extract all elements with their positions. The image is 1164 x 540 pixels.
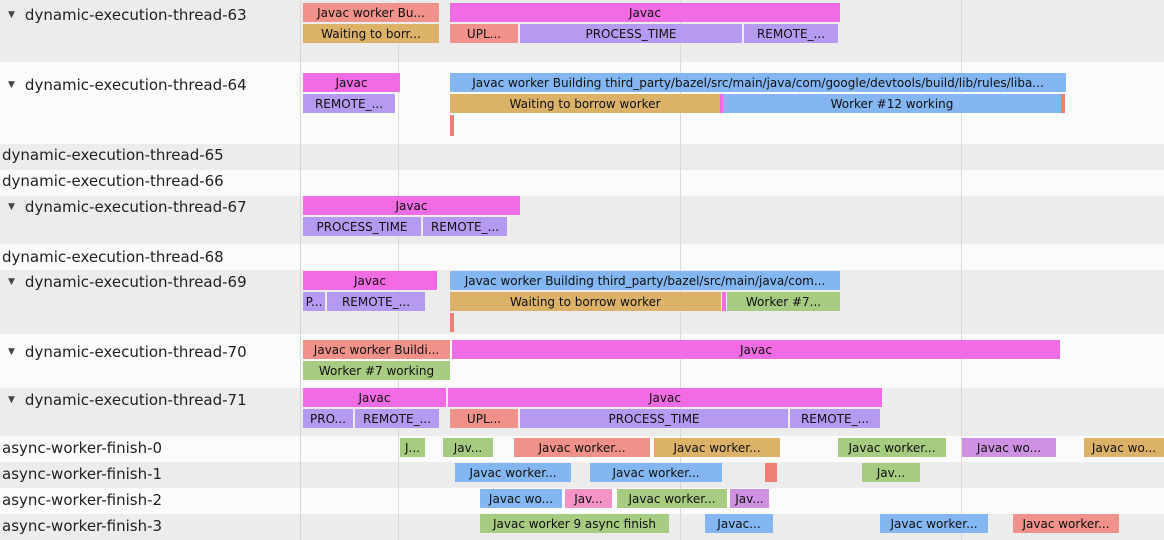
track-label[interactable]: ▼ dynamic-execution-thread-69 <box>8 272 247 292</box>
trace-event-bar[interactable]: Javac worker Buildi... <box>303 340 450 359</box>
track-name: dynamic-execution-thread-68 <box>2 248 224 266</box>
trace-event-bar[interactable]: Javac wo... <box>962 438 1056 457</box>
track-label[interactable]: async-worker-finish-2 <box>2 490 162 510</box>
trace-event-bar[interactable]: Javac wo... <box>1084 438 1164 457</box>
row-stripe <box>0 170 1164 196</box>
trace-event-bar[interactable]: Javac... <box>705 514 773 533</box>
track-label[interactable]: async-worker-finish-0 <box>2 438 162 458</box>
track-label[interactable]: dynamic-execution-thread-65 <box>2 145 224 165</box>
trace-event-bar[interactable]: REMOTE_... <box>327 292 425 311</box>
trace-event-sliver[interactable] <box>722 292 726 311</box>
track-name: dynamic-execution-thread-64 <box>24 76 247 94</box>
row-stripe <box>0 196 1164 244</box>
timeline-gridline <box>398 0 399 540</box>
track-label[interactable]: ▼ dynamic-execution-thread-64 <box>8 75 247 95</box>
row-stripe <box>0 462 1164 488</box>
trace-event-bar[interactable]: REMOTE_... <box>744 24 838 43</box>
collapse-triangle-icon[interactable]: ▼ <box>8 10 15 20</box>
trace-event-bar[interactable]: UPL... <box>450 24 518 43</box>
trace-event-bar[interactable]: PROCESS_TIME <box>520 409 788 428</box>
trace-event-bar[interactable]: Javac worker... <box>654 438 780 457</box>
trace-event-bar[interactable]: J... <box>400 438 425 457</box>
track-label[interactable]: ▼ dynamic-execution-thread-71 <box>8 390 247 410</box>
trace-event-bar[interactable]: REMOTE_... <box>355 409 439 428</box>
track-name: async-worker-finish-3 <box>2 517 163 535</box>
trace-event-bar[interactable]: Jav... <box>443 438 493 457</box>
trace-event-bar[interactable]: Javac worker... <box>514 438 650 457</box>
track-name: dynamic-execution-thread-69 <box>24 273 247 291</box>
trace-event-bar[interactable]: Javac worker Bu... <box>303 3 439 22</box>
trace-event-bar[interactable]: Javac <box>452 340 1060 359</box>
track-label[interactable]: async-worker-finish-3 <box>2 516 162 536</box>
panel-divider <box>300 0 301 540</box>
collapse-triangle-icon[interactable]: ▼ <box>8 202 15 212</box>
row-stripe <box>0 144 1164 170</box>
track-name: dynamic-execution-thread-70 <box>24 343 247 361</box>
track-label[interactable]: ▼ dynamic-execution-thread-67 <box>8 197 247 217</box>
timeline-gridline <box>680 0 681 540</box>
trace-event-bar[interactable]: Jav... <box>730 489 769 508</box>
trace-event-bar[interactable]: Waiting to borr... <box>303 24 439 43</box>
trace-event-bar[interactable]: Javac worker... <box>590 463 722 482</box>
trace-event-bar[interactable]: Javac wo... <box>480 489 562 508</box>
trace-event-bar[interactable]: Worker #7... <box>727 292 840 311</box>
trace-event-bar[interactable]: Javac worker 9 async finish <box>480 514 669 533</box>
trace-event-bar[interactable]: Javac <box>303 196 520 215</box>
trace-event-sliver[interactable] <box>450 115 454 136</box>
trace-event-sliver[interactable] <box>765 463 777 482</box>
trace-event-bar[interactable]: PRO... <box>303 409 353 428</box>
trace-event-bar[interactable]: Worker #12 working <box>723 94 1061 113</box>
track-name: dynamic-execution-thread-67 <box>24 198 247 216</box>
track-name: dynamic-execution-thread-66 <box>2 172 224 190</box>
timeline-gridline <box>961 0 962 540</box>
collapse-triangle-icon[interactable]: ▼ <box>8 395 15 405</box>
track-label[interactable]: ▼ dynamic-execution-thread-63 <box>8 5 247 25</box>
trace-event-bar[interactable]: Jav... <box>862 463 920 482</box>
trace-event-bar[interactable]: PROCESS_TIME <box>520 24 742 43</box>
track-name: async-worker-finish-1 <box>2 465 163 483</box>
track-label[interactable]: dynamic-execution-thread-66 <box>2 171 224 191</box>
trace-event-bar[interactable]: REMOTE_... <box>423 217 507 236</box>
trace-event-bar[interactable]: Javac worker... <box>617 489 727 508</box>
trace-event-bar[interactable]: Javac <box>450 3 840 22</box>
trace-event-bar[interactable]: Javac worker... <box>880 514 988 533</box>
trace-event-sliver[interactable] <box>450 313 454 332</box>
trace-event-bar[interactable]: Javac <box>303 388 446 407</box>
collapse-triangle-icon[interactable]: ▼ <box>8 80 15 90</box>
trace-event-bar[interactable]: Worker #7 working <box>303 361 450 380</box>
trace-event-bar[interactable]: UPL... <box>450 409 518 428</box>
trace-event-bar[interactable]: PROCESS_TIME <box>303 217 421 236</box>
trace-event-sliver[interactable] <box>1061 94 1065 113</box>
trace-event-bar[interactable]: REMOTE_... <box>303 94 395 113</box>
trace-event-bar[interactable]: Javac <box>303 271 437 290</box>
track-name: dynamic-execution-thread-71 <box>24 391 247 409</box>
trace-event-bar[interactable]: Javac <box>303 73 400 92</box>
collapse-triangle-icon[interactable]: ▼ <box>8 347 15 357</box>
trace-event-bar[interactable]: P... <box>303 292 325 311</box>
trace-event-bar[interactable]: REMOTE_... <box>790 409 880 428</box>
trace-event-bar[interactable]: Javac worker... <box>455 463 571 482</box>
trace-event-bar[interactable]: Javac <box>448 388 882 407</box>
track-label[interactable]: async-worker-finish-1 <box>2 464 162 484</box>
track-label[interactable]: ▼ dynamic-execution-thread-70 <box>8 342 247 362</box>
trace-event-bar[interactable]: Waiting to borrow worker <box>450 292 721 311</box>
track-name: dynamic-execution-thread-63 <box>24 6 247 24</box>
trace-event-bar[interactable]: Javac worker... <box>838 438 946 457</box>
trace-event-bar[interactable]: Javac worker Building third_party/bazel/… <box>450 73 1066 92</box>
trace-event-bar[interactable]: Waiting to borrow worker <box>450 94 720 113</box>
track-label[interactable]: dynamic-execution-thread-68 <box>2 247 224 267</box>
trace-event-sliver[interactable] <box>720 94 724 113</box>
trace-event-bar[interactable]: Javac worker Building third_party/bazel/… <box>450 271 840 290</box>
track-name: dynamic-execution-thread-65 <box>2 146 224 164</box>
trace-event-bar[interactable]: Javac worker... <box>1013 514 1119 533</box>
track-name: async-worker-finish-0 <box>2 439 163 457</box>
collapse-triangle-icon[interactable]: ▼ <box>8 277 15 287</box>
row-stripe <box>0 244 1164 270</box>
trace-event-bar[interactable]: Jav... <box>565 489 612 508</box>
track-name: async-worker-finish-2 <box>2 491 163 509</box>
